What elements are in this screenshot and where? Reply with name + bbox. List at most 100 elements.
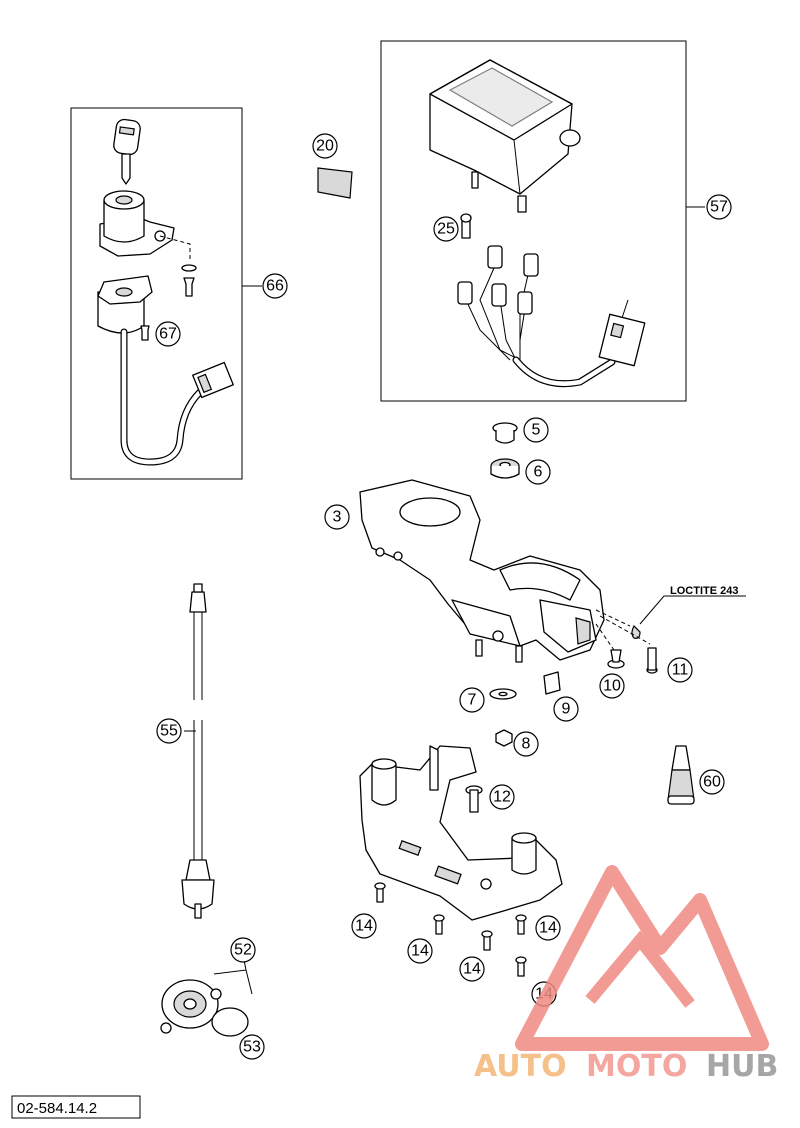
screw [646,647,658,674]
screw [515,914,527,935]
callout-number: 57 [710,199,728,216]
callout-11: 11 [667,657,693,683]
callout-3: 3 [324,504,350,530]
speedometer-group-frame [380,40,687,402]
callout-number: 14 [463,961,481,978]
callout-14: 14 [407,938,433,964]
callout-number: 11 [672,662,689,679]
callout-number: 9 [562,701,571,718]
assembly-line [595,623,615,651]
lower-bracket [359,745,563,921]
callout-8: 8 [513,731,539,757]
callout-circle [262,273,288,299]
callout-circle [599,673,625,699]
callout-number: 5 [532,422,541,439]
callout-66: 66 [262,273,288,299]
callout-number: 25 [437,221,455,238]
nut [495,729,513,747]
callout-52: 52 [230,937,256,963]
callout-5: 5 [523,417,549,443]
callout-14: 14 [535,915,561,941]
screw [183,277,195,297]
spring-clip [543,671,561,695]
callout-number: 67 [159,326,177,343]
callout-number: 60 [703,774,721,791]
callout-circle [553,696,579,722]
callout-number: 8 [522,736,531,753]
speedometer-drive [160,979,222,1034]
callout-circle [459,687,485,713]
bolt [465,785,483,813]
instrument-bracket [359,479,605,663]
loctite-label: LOCTITE 243 [670,585,738,597]
callout-circle [535,915,561,941]
ignition-connector [192,361,234,399]
callout-9: 9 [553,696,579,722]
callout-circle [351,913,377,939]
diagram-code: 02-584.14.2 [17,1100,97,1117]
callout-number: 55 [160,723,178,740]
ignition-switch [97,275,153,334]
assembly-line [599,615,651,645]
callout-circle [433,216,459,242]
ignition-group-frame [70,107,243,480]
callout-number: 14 [355,918,373,935]
callout-circle [155,321,181,347]
callout-circle [407,938,433,964]
rubber-bushing [490,458,520,479]
loctite-leader [639,595,746,625]
callout-53: 53 [239,1034,265,1060]
callout-circle [324,504,350,530]
assembly-line [595,609,631,627]
callout-12: 12 [489,784,515,810]
callout-67: 67 [155,321,181,347]
callout-number: 6 [534,464,543,481]
leader-52 [213,959,253,995]
callout-circle [699,769,725,795]
ignition-key [113,118,141,185]
callout-circle [489,784,515,810]
callout-number: 3 [333,509,342,526]
screw [374,882,386,903]
retaining-ring [211,1007,249,1037]
callout-circle [513,731,539,757]
watermark-hub: HUB [706,1049,778,1084]
callout-55: 55 [156,718,182,744]
callout-circle [239,1034,265,1060]
screw-with-washer [607,649,625,669]
callout-circle [523,417,549,443]
screw [481,930,493,951]
callout-circle [706,194,732,220]
callout-number: 10 [603,678,621,695]
callout-circle [459,956,485,982]
callout-number: 7 [468,692,477,709]
loctite-bottle [667,745,695,805]
watermark-moto: MOTO [586,1049,687,1084]
callout-number: 14 [539,920,557,937]
callout-circle [312,133,338,159]
callout-number: 14 [411,943,429,960]
callout-57: 57 [706,194,732,220]
screw [515,956,527,977]
speedometer-unit [429,59,581,213]
callout-14: 14 [351,913,377,939]
callout-20: 20 [312,133,338,159]
assembly-line [159,235,191,262]
callout-14: 14 [459,956,485,982]
callout-10: 10 [599,673,625,699]
screw [433,914,445,935]
callout-circle [667,657,693,683]
washer-hole [498,691,508,697]
callout-number: 12 [493,789,511,806]
loctite-drop [631,624,641,639]
watermark-wordmark: AUTO MOTO HUB [474,1049,778,1084]
ignition-cable [120,328,204,466]
callout-circle [230,937,256,963]
indicator-strip [317,167,353,199]
callout-circle [525,459,551,485]
callout-number: 52 [234,942,252,959]
callout-number: 66 [266,278,284,295]
washer [181,264,197,272]
callout-circle [156,718,182,744]
watermark-auto: AUTO [474,1049,567,1084]
